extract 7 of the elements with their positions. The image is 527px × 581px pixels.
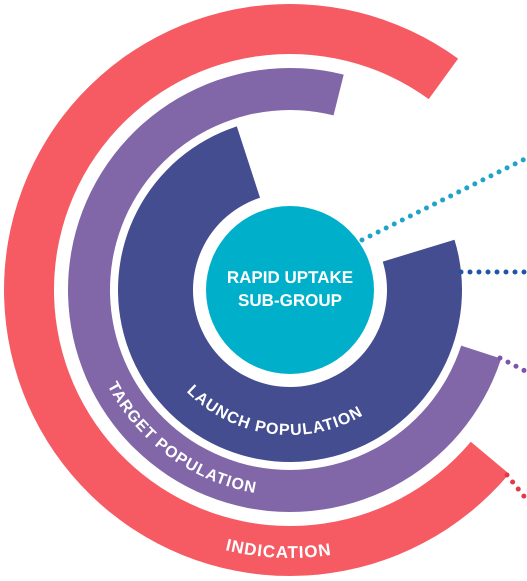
leader-line [498, 356, 527, 374]
ring-band [4, 4, 510, 576]
circle-label: RAPID UPTAKE SUB-GROUP [226, 267, 354, 312]
ring-band [68, 68, 502, 512]
leader-line [458, 270, 527, 274]
ring-label: INDICATION [224, 535, 333, 562]
leader-line [360, 156, 527, 242]
